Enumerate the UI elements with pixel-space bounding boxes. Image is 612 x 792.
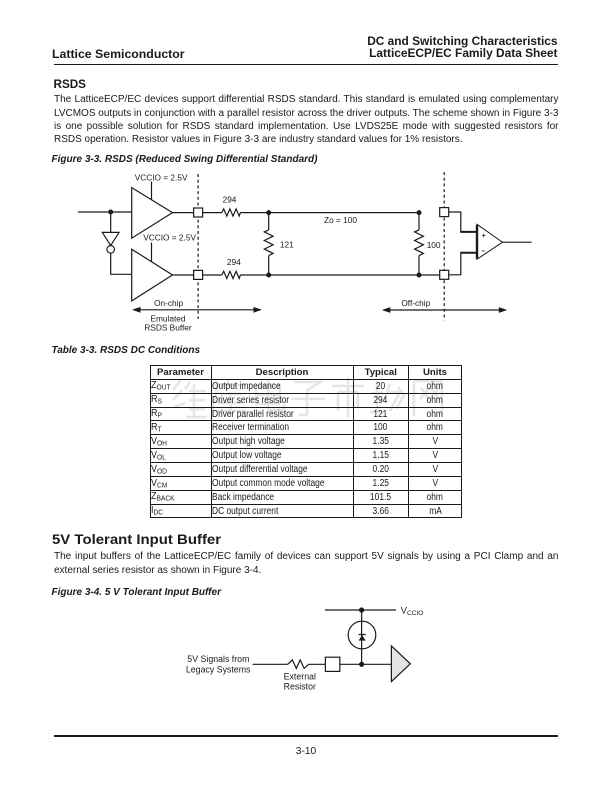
svg-text:RSDS Buffer: RSDS Buffer — [144, 322, 192, 332]
svg-text:Resistor: Resistor — [284, 682, 316, 692]
svg-text:Emulated: Emulated — [150, 314, 185, 324]
svg-text:Zo = 100: Zo = 100 — [324, 215, 357, 225]
svg-text:Off-chip: Off-chip — [401, 298, 430, 308]
svg-text:VCCIO = 2.5V: VCCIO = 2.5V — [143, 233, 196, 243]
svg-text:VCCIO: VCCIO — [401, 605, 424, 617]
svg-text:Legacy Systems: Legacy Systems — [186, 665, 251, 675]
svg-text:External: External — [284, 671, 316, 681]
svg-text:On-chip: On-chip — [154, 298, 183, 308]
svg-text:VCCIO = 2.5V: VCCIO = 2.5V — [135, 172, 188, 182]
svg-text:100: 100 — [427, 240, 441, 250]
svg-text:121: 121 — [280, 239, 294, 249]
svg-text:294: 294 — [227, 257, 241, 267]
svg-text:294: 294 — [223, 195, 237, 205]
svg-text:5V Signals from: 5V Signals from — [187, 654, 249, 664]
